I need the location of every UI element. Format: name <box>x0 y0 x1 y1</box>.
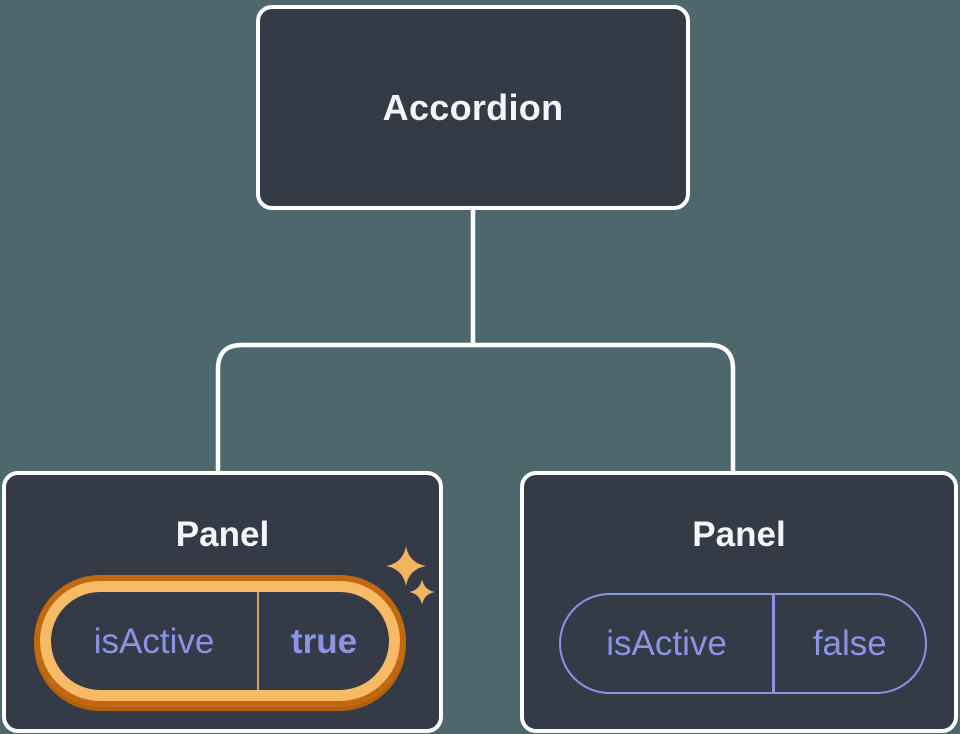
state-pill-inactive: isActive false <box>559 593 927 694</box>
component-node-label: Accordion <box>382 86 564 128</box>
state-key-label: isActive <box>606 624 727 663</box>
state-value-label: false <box>812 624 887 663</box>
pill-divider <box>257 592 260 690</box>
state-pill-active: isActive true <box>40 581 400 701</box>
component-node-accordion: Accordion <box>256 5 690 210</box>
sparkles-icon <box>386 546 435 605</box>
panel-title: Panel <box>692 515 786 554</box>
state-value-label: true <box>291 621 358 661</box>
pill-divider <box>772 595 775 692</box>
panel-title: Panel <box>175 515 270 554</box>
component-node-panel-inactive: Panel isActive false <box>520 471 958 733</box>
state-key-label: isActive <box>93 621 215 661</box>
component-node-panel-active: Panel isActive true <box>2 471 443 733</box>
